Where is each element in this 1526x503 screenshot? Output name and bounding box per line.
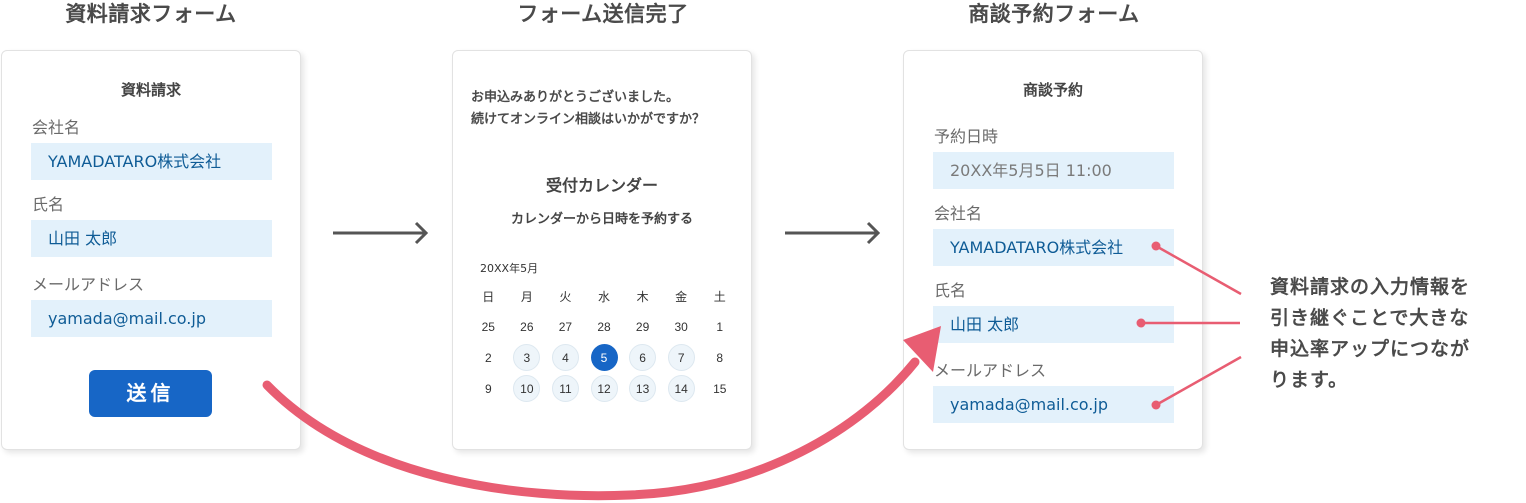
note-line: 申込率アップにつなが bbox=[1270, 338, 1471, 360]
flow-arrow-right-icon bbox=[785, 221, 881, 245]
submit-button[interactable]: 送信 bbox=[89, 370, 212, 417]
day-number: 9 bbox=[484, 381, 492, 396]
calendar-day-available[interactable]: 4 bbox=[546, 342, 585, 373]
thank-you-line-2: 続けてオンライン相談はいかがですか？ bbox=[471, 112, 706, 127]
day-number: 29 bbox=[635, 319, 650, 334]
calendar-day: 2 bbox=[469, 342, 508, 373]
calendar-day-available[interactable]: 10 bbox=[508, 373, 547, 404]
weekday-label: 木 bbox=[636, 290, 649, 304]
calendar-subtitle: カレンダーから日時を予約する bbox=[510, 212, 693, 227]
calendar-day: 9 bbox=[469, 373, 508, 404]
calendar-day-available[interactable]: 3 bbox=[508, 342, 547, 373]
weekday-tue: 火 bbox=[546, 281, 585, 312]
day-number[interactable]: 5 bbox=[590, 344, 618, 371]
email-field[interactable]: yamada@mail.co.jp bbox=[933, 386, 1174, 423]
request-form-card: 資料請求 会社名 YAMADATARO株式会社 氏名 山田 太郎 メールアドレス… bbox=[1, 50, 301, 450]
calendar-day: 25 bbox=[469, 311, 508, 342]
day-number: 2 bbox=[484, 350, 492, 365]
calendar-week-3: 9 10 11 12 13 14 15 bbox=[469, 373, 739, 404]
day-number[interactable]: 7 bbox=[667, 344, 695, 371]
weekday-sun: 日 bbox=[469, 281, 508, 312]
stage-title-submission-complete: フォーム送信完了 bbox=[517, 2, 689, 26]
request-form-heading: 資料請求 bbox=[120, 81, 181, 99]
weekday-label: 月 bbox=[520, 290, 533, 304]
submission-complete-card: お申込みありがとうございました。 続けてオンライン相談はいかがですか？ 受付カレ… bbox=[452, 50, 752, 450]
email-label: メールアドレス bbox=[32, 275, 145, 294]
name-label: 氏名 bbox=[32, 195, 65, 214]
calendar-weekday-row: 日 月 火 水 木 金 土 bbox=[469, 281, 739, 311]
note-line: 引き継ぐことで大きな bbox=[1270, 307, 1470, 329]
calendar-day-available[interactable]: 12 bbox=[585, 373, 624, 404]
calendar-day: 26 bbox=[508, 311, 547, 342]
thank-you-line-1: お申込みありがとうございました。 bbox=[471, 90, 680, 105]
meeting-form-heading: 商談予約 bbox=[1022, 81, 1083, 99]
day-number: 28 bbox=[597, 319, 611, 334]
calendar-day: 27 bbox=[546, 311, 585, 342]
day-number[interactable]: 14 bbox=[667, 375, 695, 402]
calendar-day: 15 bbox=[700, 373, 739, 404]
calendar-week-1: 25 26 27 28 29 30 1 bbox=[469, 311, 739, 342]
company-field[interactable]: YAMADATARO株式会社 bbox=[31, 143, 272, 180]
calendar-day-available[interactable]: 13 bbox=[623, 373, 662, 404]
day-number[interactable]: 13 bbox=[629, 375, 657, 402]
benefit-note: 資料請求の入力情報を 引き継ぐことで大きな 申込率アップにつなが ります。 bbox=[1270, 272, 1520, 396]
day-number[interactable]: 3 bbox=[513, 344, 541, 371]
stage-title-request-form: 資料請求フォーム bbox=[65, 2, 237, 26]
datetime-label: 予約日時 bbox=[934, 127, 999, 146]
day-number: 27 bbox=[558, 319, 573, 334]
thank-you-message: お申込みありがとうございました。 続けてオンライン相談はいかがですか？ bbox=[471, 87, 705, 131]
name-label: 氏名 bbox=[934, 281, 967, 300]
weekday-sat: 土 bbox=[700, 281, 739, 312]
company-label: 会社名 bbox=[32, 118, 81, 137]
datetime-field[interactable]: 20XX年5月5日 11:00 bbox=[933, 152, 1174, 189]
weekday-thu: 木 bbox=[623, 281, 662, 312]
note-line: ります。 bbox=[1270, 369, 1349, 391]
weekday-wed: 水 bbox=[585, 281, 624, 312]
weekday-mon: 月 bbox=[508, 281, 547, 312]
calendar-day: 30 bbox=[662, 311, 701, 342]
weekday-label: 火 bbox=[559, 290, 572, 304]
calendar-day-available[interactable]: 11 bbox=[546, 373, 585, 404]
calendar-day: 8 bbox=[700, 342, 739, 373]
day-number: 15 bbox=[713, 381, 727, 396]
day-number: 1 bbox=[716, 319, 724, 334]
calendar-day: 28 bbox=[585, 311, 624, 342]
company-field[interactable]: YAMADATARO株式会社 bbox=[933, 229, 1174, 266]
calendar-day-available[interactable]: 6 bbox=[623, 342, 662, 373]
weekday-label: 土 bbox=[713, 290, 726, 304]
name-field[interactable]: 山田 太郎 bbox=[933, 306, 1174, 343]
weekday-label: 日 bbox=[482, 290, 495, 304]
company-label: 会社名 bbox=[934, 204, 983, 223]
name-field[interactable]: 山田 太郎 bbox=[31, 220, 272, 257]
calendar-day: 29 bbox=[623, 311, 662, 342]
weekday-fri: 金 bbox=[662, 281, 701, 312]
calendar-week-2: 2 3 4 5 6 7 8 bbox=[469, 342, 739, 373]
day-number: 25 bbox=[481, 319, 495, 334]
calendar-grid: 日 月 火 水 木 金 土 25 26 27 28 29 30 1 2 3 4 … bbox=[469, 281, 739, 404]
weekday-label: 水 bbox=[598, 290, 611, 304]
email-field[interactable]: yamada@mail.co.jp bbox=[31, 300, 272, 337]
day-number[interactable]: 4 bbox=[551, 344, 579, 371]
day-number: 8 bbox=[716, 350, 724, 365]
calendar-day: 1 bbox=[700, 311, 739, 342]
note-line: 資料請求の入力情報を bbox=[1270, 276, 1471, 298]
day-number: 26 bbox=[520, 319, 534, 334]
stage-title-meeting-form: 商談予約フォーム bbox=[968, 2, 1140, 26]
calendar-day-available[interactable]: 14 bbox=[662, 373, 701, 404]
day-number[interactable]: 6 bbox=[629, 344, 657, 371]
email-label: メールアドレス bbox=[934, 361, 1047, 380]
calendar-title: 受付カレンダー bbox=[545, 176, 658, 195]
day-number[interactable]: 12 bbox=[590, 375, 618, 402]
day-number[interactable]: 10 bbox=[513, 375, 541, 402]
calendar-day-selected[interactable]: 5 bbox=[585, 342, 624, 373]
flow-arrow-right-icon bbox=[333, 221, 429, 245]
weekday-label: 金 bbox=[675, 290, 688, 304]
calendar-day-available[interactable]: 7 bbox=[662, 342, 701, 373]
meeting-form-card: 商談予約 予約日時 20XX年5月5日 11:00 会社名 YAMADATARO… bbox=[903, 50, 1203, 450]
calendar-month: 20XX年5月 bbox=[480, 262, 539, 275]
day-number: 30 bbox=[674, 319, 688, 334]
day-number[interactable]: 11 bbox=[551, 375, 579, 402]
